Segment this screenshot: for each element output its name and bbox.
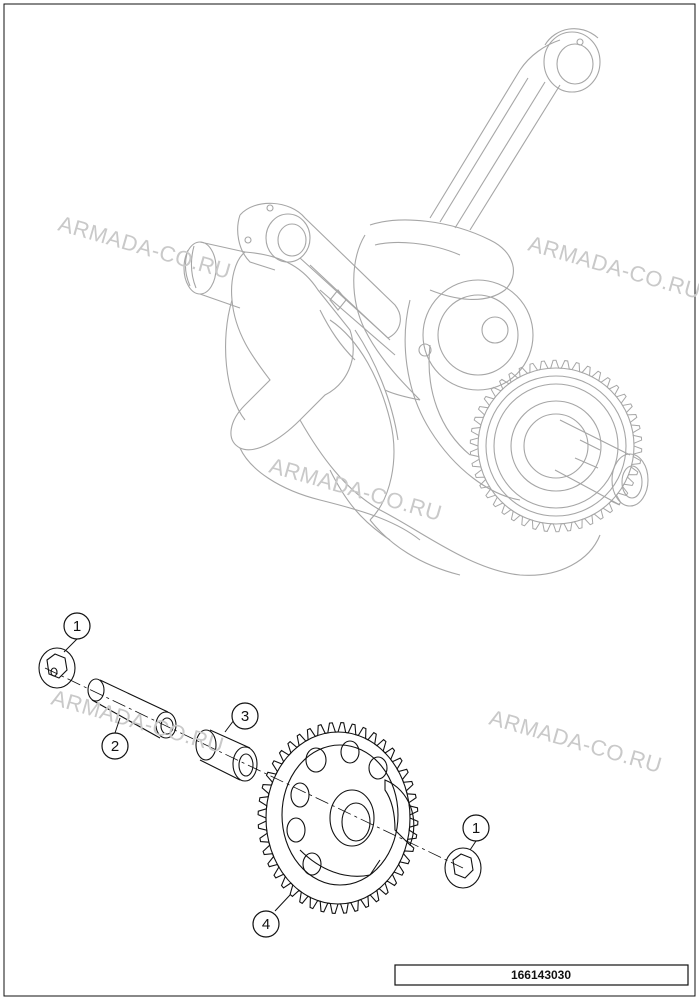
balancer-parts (38, 647, 482, 914)
crankshaft-gear-teeth (469, 359, 643, 533)
watermark-layer: ARMADA-CO.RU ARMADA-CO.RU ARMADA-CO.RU A… (49, 211, 699, 778)
assembly-axis-line (44, 667, 464, 869)
bush-part-3 (195, 729, 258, 782)
callout-number: 1 (73, 618, 81, 635)
diagram-border (3, 3, 696, 997)
callout-2[interactable]: 2 (101, 717, 129, 760)
watermark-2: ARMADA-CO.RU (526, 231, 699, 304)
crankshaft-illustration (183, 28, 649, 576)
balancer-gear-part-4 (257, 722, 419, 914)
watermark-1: ARMADA-CO.RU (56, 211, 234, 284)
callout-4[interactable]: 4 (252, 894, 291, 938)
washer-top (38, 647, 76, 689)
callouts: 1 2 3 1 4 (63, 612, 490, 938)
crankshaft-gear-teeth-outline (469, 359, 643, 533)
diagram-code: 166143030 (511, 968, 571, 982)
pin-part-2 (87, 678, 177, 739)
watermark-5: ARMADA-CO.RU (487, 705, 665, 778)
callout-number: 4 (262, 916, 270, 933)
callout-3[interactable]: 3 (224, 702, 259, 733)
callout-number: 3 (241, 708, 249, 725)
callout-number: 2 (111, 738, 119, 755)
watermark-4: ARMADA-CO.RU (49, 685, 227, 758)
callout-1-right[interactable]: 1 (462, 814, 490, 851)
callout-number: 1 (472, 820, 480, 837)
callout-1-top[interactable]: 1 (63, 612, 91, 653)
diagram-code-box: 166143030 (394, 964, 689, 986)
watermark-3: ARMADA-CO.RU (267, 453, 445, 526)
